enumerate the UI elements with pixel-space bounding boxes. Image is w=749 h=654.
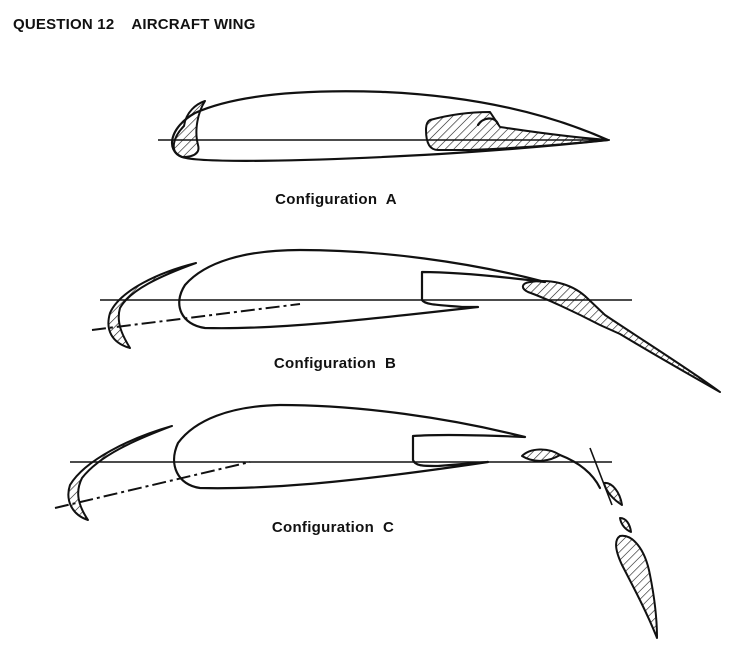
configuration-a-airfoil bbox=[158, 90, 610, 162]
config-a-flap bbox=[425, 111, 609, 151]
config-c-vane-1-tail bbox=[558, 453, 602, 490]
config-a-slat bbox=[172, 100, 206, 158]
caption-configuration-b: Configuration B bbox=[273, 355, 397, 372]
config-b-main-wing bbox=[178, 248, 547, 330]
configuration-b-airfoil bbox=[91, 248, 721, 393]
config-a-flap-slot bbox=[476, 117, 500, 127]
caption-configuration-a: Configuration A bbox=[275, 191, 397, 208]
config-c-slat-chord bbox=[54, 461, 251, 509]
question-title: AIRCRAFT WING bbox=[131, 16, 256, 33]
question-heading: QUESTION 12 AIRCRAFT WING bbox=[13, 16, 256, 33]
configuration-c-airfoil bbox=[54, 403, 658, 639]
config-a-main-wing bbox=[171, 90, 610, 162]
config-c-slat bbox=[67, 425, 173, 521]
config-c-flap-chord bbox=[589, 447, 613, 506]
config-b-flap bbox=[522, 280, 721, 393]
question-label: QUESTION 12 bbox=[13, 16, 115, 33]
caption-configuration-c: Configuration C bbox=[271, 519, 395, 536]
config-c-vane-2 bbox=[603, 481, 623, 506]
config-c-vane-3 bbox=[619, 517, 632, 533]
config-b-slat bbox=[107, 262, 197, 349]
config-c-vane-1 bbox=[521, 448, 561, 462]
config-c-main-wing bbox=[173, 403, 527, 490]
config-b-slat-chord bbox=[91, 303, 301, 331]
config-c-flap bbox=[615, 534, 658, 639]
